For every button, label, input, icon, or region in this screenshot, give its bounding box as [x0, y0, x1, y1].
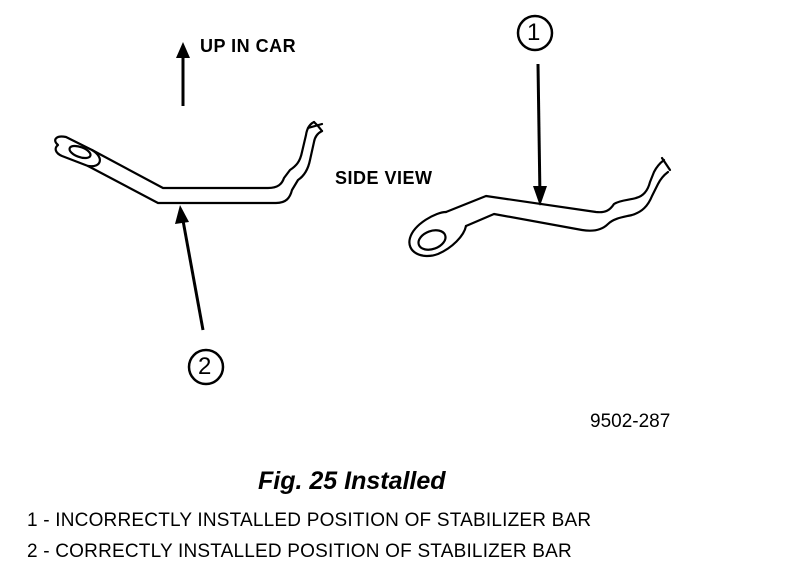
up-in-car-label: UP IN CAR — [200, 36, 297, 56]
callout-1-number: 1 — [527, 19, 541, 46]
figure-title: Fig. 25 Installed — [258, 467, 446, 495]
side-view-label: SIDE VIEW — [335, 168, 433, 188]
figure-code: 9502-287 — [590, 411, 671, 432]
stabilizer-bar-incorrect — [408, 156, 672, 258]
callout-2-number: 2 — [198, 353, 212, 380]
stabilizer-bar-correct — [54, 120, 324, 205]
callout-1 — [516, 14, 554, 206]
callout-2 — [175, 205, 225, 386]
up-arrow — [176, 42, 190, 106]
legend-item-1: 1 - INCORRECTLY INSTALLED POSITION OF ST… — [27, 510, 592, 531]
legend-item-2: 2 - CORRECTLY INSTALLED POSITION OF STAB… — [27, 541, 572, 562]
